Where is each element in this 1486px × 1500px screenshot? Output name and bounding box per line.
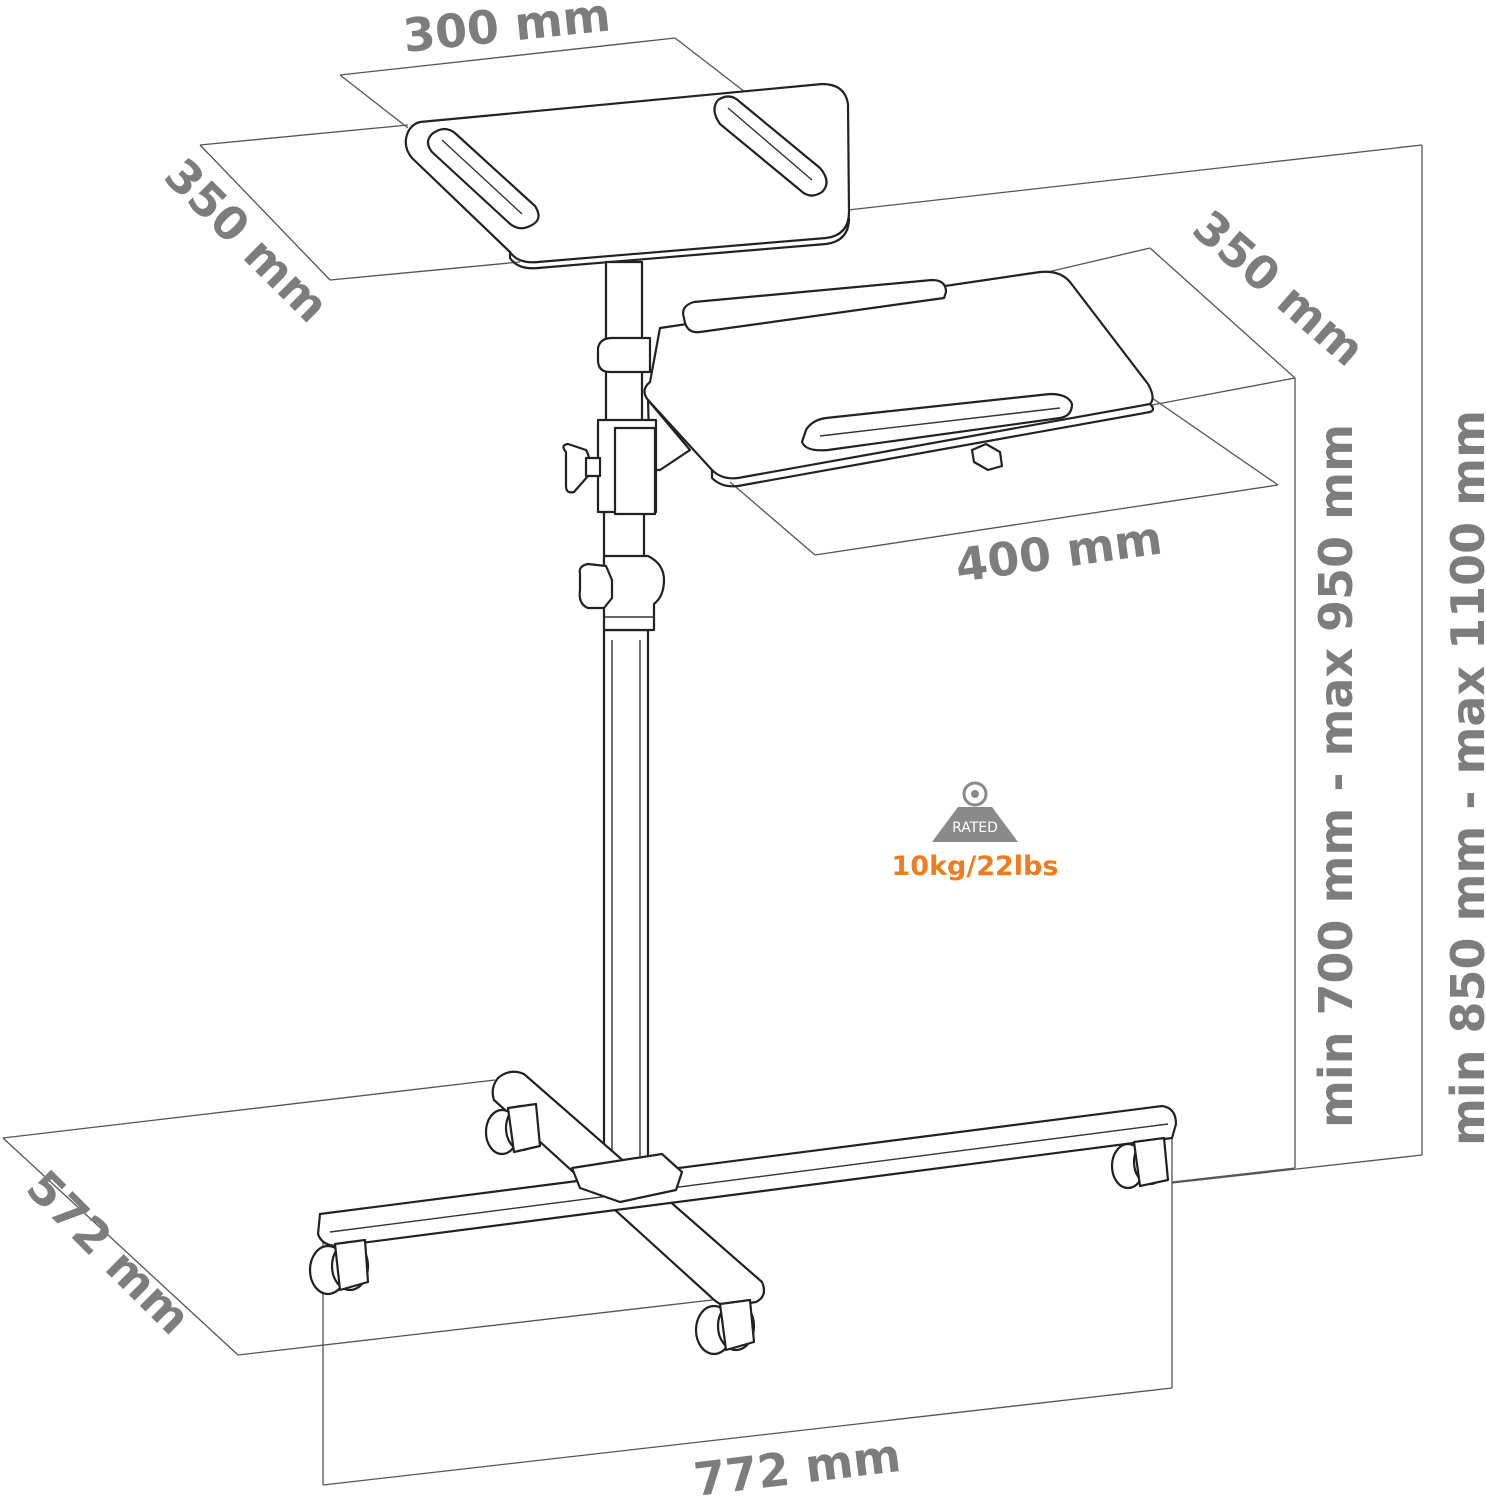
rated-label: RATED bbox=[952, 820, 998, 836]
weight-icon bbox=[932, 807, 1018, 842]
top-tray-depth-label: 350 mm bbox=[154, 148, 339, 333]
side-tray bbox=[562, 270, 1155, 516]
top-tray bbox=[404, 82, 851, 270]
rated-load-badge: RATED 10kg/22lbs bbox=[892, 781, 1059, 882]
caster-back-left bbox=[484, 1102, 542, 1156]
weight-ring-icon bbox=[962, 781, 988, 807]
height-top-tray-label: min 850 mm - max 1100 mm bbox=[1441, 410, 1486, 1146]
height-side-tray-label: min 700 mm - max 950 mm bbox=[1309, 424, 1363, 1128]
caster-back-right bbox=[1110, 1136, 1170, 1190]
side-tray-depth-label: 350 mm bbox=[1183, 200, 1375, 377]
rated-load-value: 10kg/22lbs bbox=[892, 851, 1059, 882]
dimension-lines bbox=[2, 37, 1423, 1486]
base-depth-label: 572 mm bbox=[16, 1160, 201, 1345]
caster-front-center bbox=[694, 1298, 756, 1356]
side-tray-width-label: 400 mm bbox=[952, 510, 1165, 592]
top-tray-width-label: 300 mm bbox=[401, 0, 613, 63]
caster-front-left bbox=[308, 1238, 370, 1296]
main-pole bbox=[602, 260, 650, 1167]
base bbox=[308, 1070, 1178, 1356]
height-collar bbox=[578, 554, 666, 632]
